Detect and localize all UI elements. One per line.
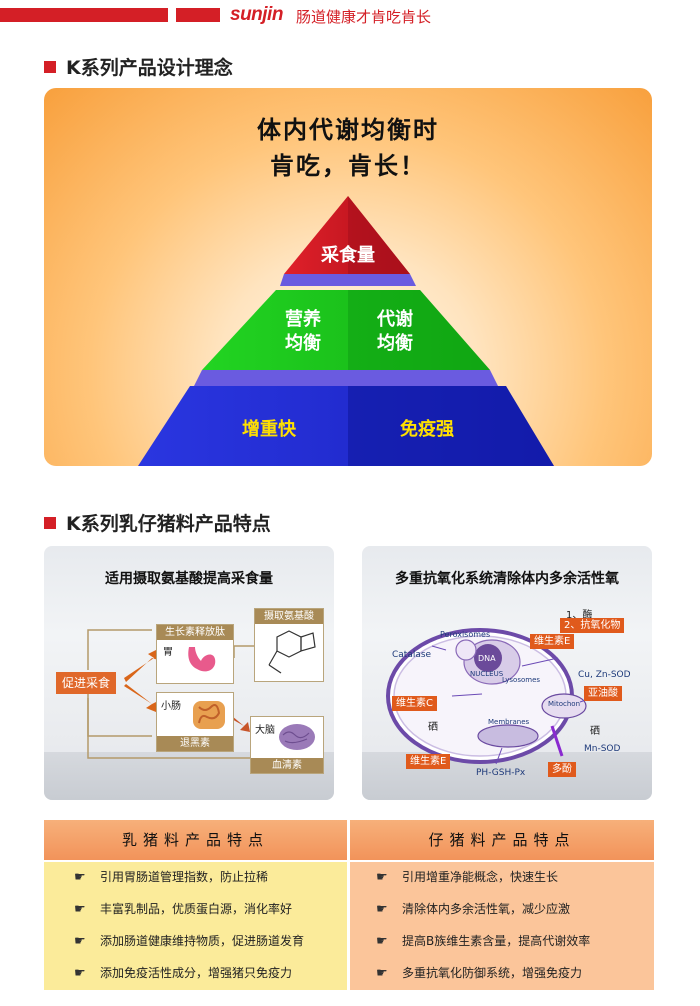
pointing-hand-icon: ☛ xyxy=(74,934,86,949)
header-tagline: 肠道健康才肯吃肯长 xyxy=(296,8,432,26)
pointing-hand-icon: ☛ xyxy=(74,966,86,981)
left-feature-row: ☛ 添加肠道健康维持物质，促进肠道发育 xyxy=(74,926,304,956)
concept-headline-line1: 体内代谢均衡时 xyxy=(257,116,439,144)
melanin-label: 退黑素 xyxy=(157,736,233,751)
pointing-hand-icon: ☛ xyxy=(74,870,86,885)
brain-box: 大脑 血清素 xyxy=(250,716,324,774)
peroxisomes-label: Peroxisomes xyxy=(440,630,491,639)
left-feature-text: 引用胃肠道管理指数，防止拉稀 xyxy=(100,870,269,884)
right-feature-row: ☛ 多重抗氧化防御系统，增强免疫力 xyxy=(376,958,582,988)
pyramid-top-right-shade xyxy=(348,196,410,274)
section1-title-text: K系列产品设计理念 xyxy=(66,57,233,79)
left-feature-row: ☛ 丰富乳制品，优质蛋白源，消化率好 xyxy=(74,894,292,924)
pyramid-top-label: 采食量 xyxy=(321,245,375,266)
pyramid-band-2 xyxy=(194,370,498,386)
right-feature-text: 提高B族维生素含量，提高代谢效率 xyxy=(402,934,591,948)
growth-hormone-label: 生长素释放肽 xyxy=(157,625,233,640)
antioxidant-card: 多重抗氧化系统清除体内多余活性氧 1、酶 2、抗氧化物 维生素E Catalas… xyxy=(362,546,652,800)
right-feature-text: 引用增重净能概念，快速生长 xyxy=(402,870,559,884)
header-bar-left xyxy=(0,8,168,22)
antioxidant-tag: 2、抗氧化物 xyxy=(560,618,625,633)
amino-acid-box: 摄取氨基酸 xyxy=(254,608,324,682)
pointing-hand-icon: ☛ xyxy=(376,966,388,981)
catalase-label: Catalase xyxy=(392,650,432,660)
pyramid-bottom-left-label: 增重快 xyxy=(242,419,296,440)
promote-feeding-tag: 促进采食 xyxy=(56,672,117,694)
right-feature-text: 多重抗氧化防御系统，增强免疫力 xyxy=(402,966,583,980)
header-bar-right xyxy=(176,8,220,22)
pyramid-bottom-right-shade xyxy=(348,386,554,466)
molecule-icon xyxy=(268,630,316,674)
section2-title-text: K系列乳仔猪料产品特点 xyxy=(66,513,271,535)
left-feature-row: ☛ 引用胃肠道管理指数，防止拉稀 xyxy=(74,862,268,892)
concept-headline-line2: 肯吃，肯长！ xyxy=(270,152,426,180)
serotonin-label: 血清素 xyxy=(251,758,323,773)
left-feature-text: 添加肠道健康维持物质，促进肠道发育 xyxy=(100,934,305,948)
dna-label: DNA xyxy=(478,654,496,663)
brain-label: 大脑 xyxy=(255,725,275,736)
brand-logo: sunjin xyxy=(230,4,283,25)
pointing-hand-icon: ☛ xyxy=(74,902,86,917)
pyramid-diagram xyxy=(138,196,554,466)
small-intestine-box: 小肠 退黑素 xyxy=(156,692,234,752)
design-concept-panel: 体内代谢均衡时 肯吃，肯长！ 采食量 营养 均衡 代谢 均衡 增重快 免疫强 xyxy=(44,88,652,466)
right-feature-text: 清除体内多余活性氧，减少应激 xyxy=(402,902,571,916)
table-body-right xyxy=(350,862,654,990)
stomach-icon xyxy=(188,647,216,672)
cell-diagram xyxy=(386,628,599,765)
stomach-label: 胃 xyxy=(163,647,173,658)
amino-card-title: 适用摄取氨基酸提高采食量 xyxy=(105,571,273,587)
intestine-icon xyxy=(193,701,225,729)
nucleus-label: NUCLEUS xyxy=(470,670,504,678)
selenium-right-label: 硒 xyxy=(590,726,600,737)
cu-zn-sod-label: Cu, Zn-SOD xyxy=(578,670,631,680)
mn-sod-label: Mn-SOD xyxy=(584,744,621,754)
pyramid-bottom-right-label: 免疫强 xyxy=(400,419,454,440)
section1-title: K系列产品设计理念 xyxy=(44,53,233,80)
lysosomes-label: Lysosomes xyxy=(502,676,541,684)
linoleic-acid-tag: 亚油酸 xyxy=(584,686,622,701)
polyphenol-tag: 多酚 xyxy=(548,762,576,777)
stomach-box: 生长素释放肽 胃 xyxy=(156,624,234,684)
pointing-hand-icon: ☛ xyxy=(376,934,388,949)
vitamin-e-bottom-tag: 维生素E xyxy=(406,754,451,769)
pyramid-middle-left-label: 营养 均衡 xyxy=(285,309,321,354)
amino-flow-arrows xyxy=(87,629,280,759)
small-intestine-label: 小肠 xyxy=(161,701,181,712)
table-header-left: 乳猪料产品特点 xyxy=(44,820,347,860)
table-header-right: 仔猪料产品特点 xyxy=(350,820,654,860)
amino-acid-card: 适用摄取氨基酸提高采食量 促进采食 生长素释放肽 胃 小肠 退黑素 摄取氨基酸 xyxy=(44,546,334,800)
pyramid-middle-right-shade xyxy=(348,290,490,370)
mitochondria-label: Mitochon xyxy=(548,700,581,708)
ph-gsh-px-label: PH-GSH-Px xyxy=(476,768,526,778)
left-feature-text: 丰富乳制品，优质蛋白源，消化率好 xyxy=(100,902,293,916)
amino-acid-label: 摄取氨基酸 xyxy=(255,609,323,624)
left-feature-text: 添加免疫活性成分，增强猪只免疫力 xyxy=(100,966,293,980)
left-feature-row: ☛ 添加免疫活性成分，增强猪只免疫力 xyxy=(74,958,292,988)
right-feature-row: ☛ 引用增重净能概念，快速生长 xyxy=(376,862,558,892)
right-feature-row: ☛ 清除体内多余活性氧，减少应激 xyxy=(376,894,570,924)
pointing-hand-icon: ☛ xyxy=(376,870,388,885)
brain-icon xyxy=(279,724,315,750)
feature-table: 乳猪料产品特点 仔猪料产品特点 ☛ 引用胃肠道管理指数，防止拉稀 ☛ 丰富乳制品，优… xyxy=(44,820,654,990)
bullet-square-icon xyxy=(44,516,56,529)
vitamin-c-tag: 维生素C xyxy=(392,696,437,711)
table-body-left xyxy=(44,862,347,990)
pointing-hand-icon: ☛ xyxy=(376,902,388,917)
right-feature-row: ☛ 提高B族维生素含量，提高代谢效率 xyxy=(376,926,590,956)
section2-title: K系列乳仔猪料产品特点 xyxy=(44,509,271,536)
bullet-square-icon xyxy=(44,60,56,73)
selenium-left-label: 硒 xyxy=(428,722,438,733)
membranes-label: Membranes xyxy=(488,718,530,726)
vitamin-e-top-tag: 维生素E xyxy=(530,634,575,649)
pyramid-middle-right-label: 代谢 均衡 xyxy=(377,309,413,354)
enzyme-label: 1、酶 xyxy=(566,610,593,621)
antioxidant-card-title: 多重抗氧化系统清除体内多余活性氧 xyxy=(395,571,619,587)
pyramid-band-1 xyxy=(280,274,416,286)
